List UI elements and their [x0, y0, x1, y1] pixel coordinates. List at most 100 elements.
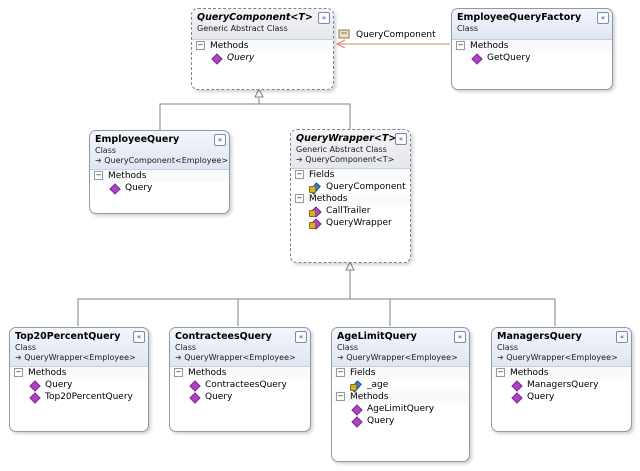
shape-header[interactable]: QueryComponent<T> Generic Abstract Class… [192, 9, 333, 40]
shape-header[interactable]: AgeLimitQuery Class ➜ QueryWrapper<Emplo… [332, 328, 469, 367]
section-label: Fields [309, 170, 335, 180]
member-label: ContracteesQuery [205, 380, 287, 390]
shape-header[interactable]: ContracteesQuery Class ➜ QueryWrapper<Em… [170, 328, 310, 367]
shape-kind: Class [337, 343, 359, 352]
inherits-arrow-icon: ➜ [95, 156, 102, 165]
member-label: QueryComponent [326, 182, 406, 192]
member-method[interactable]: Top20PercentQuery [10, 391, 148, 403]
shape-header[interactable]: ManagersQuery Class ➜ QueryWrapper<Emplo… [492, 328, 631, 367]
shape-base-type: ➜ QueryComponent<Employee> [95, 156, 228, 166]
section-label: Methods [210, 41, 249, 51]
section-methods[interactable]: −Methods [192, 40, 333, 52]
collapse-chevron-icon[interactable]: « [214, 134, 226, 146]
base-type-label: QueryWrapper<Employee> [346, 353, 458, 362]
section-toggle-icon[interactable]: − [14, 368, 23, 377]
member-label: _age [367, 380, 389, 390]
shape-age-limit-query[interactable]: AgeLimitQuery Class ➜ QueryWrapper<Emplo… [331, 327, 470, 462]
member-method[interactable]: AgeLimitQuery [332, 403, 469, 415]
section-methods[interactable]: −Methods [332, 391, 469, 403]
shape-header[interactable]: QueryWrapper<T> Generic Abstract Class ➜… [291, 130, 410, 169]
method-icon [512, 381, 522, 389]
shape-top20-percent-query[interactable]: Top20PercentQuery Class ➜ QueryWrapper<E… [9, 327, 149, 432]
shape-contractees-query[interactable]: ContracteesQuery Class ➜ QueryWrapper<Em… [169, 327, 311, 432]
section-toggle-icon[interactable]: − [295, 194, 304, 203]
section-label: Fields [350, 368, 376, 378]
member-method[interactable]: QueryWrapper [291, 217, 410, 229]
shape-employee-query-factory[interactable]: EmployeeQueryFactory Class « −Methods Ge… [451, 8, 613, 90]
shape-kind: Generic Abstract Class [296, 145, 387, 154]
base-type-label: QueryWrapper<Employee> [506, 353, 618, 362]
shape-kind: Class [95, 146, 117, 155]
section-label: Methods [309, 194, 348, 204]
section-toggle-icon[interactable]: − [336, 368, 345, 377]
section-methods[interactable]: −Methods [170, 367, 310, 379]
inheritance-arrowhead-query-component [254, 87, 264, 98]
section-methods[interactable]: −Methods [291, 193, 410, 205]
section-label: Methods [188, 368, 227, 378]
shape-header[interactable]: EmployeeQuery Class ➜ QueryComponent<Emp… [90, 131, 229, 170]
shape-title: AgeLimitQuery [337, 331, 417, 342]
member-field[interactable]: QueryComponent [291, 181, 410, 193]
collapse-chevron-icon[interactable]: « [318, 12, 330, 24]
section-methods[interactable]: −Methods [10, 367, 148, 379]
member-method[interactable]: Query [170, 391, 310, 403]
shape-query-component[interactable]: QueryComponent<T> Generic Abstract Class… [191, 8, 334, 90]
member-label: Query [205, 392, 233, 402]
section-fields[interactable]: −Fields [291, 169, 410, 181]
member-field[interactable]: _age [332, 379, 469, 391]
section-toggle-icon[interactable]: − [295, 170, 304, 179]
member-method[interactable]: Query [192, 52, 333, 64]
section-toggle-icon[interactable]: − [196, 41, 205, 50]
shape-kind: Class [457, 24, 479, 33]
collapse-chevron-icon[interactable]: « [395, 133, 407, 145]
shape-base-type: ➜ QueryWrapper<Employee> [337, 353, 458, 363]
shape-title: QueryComponent<T> [197, 12, 313, 23]
member-method[interactable]: CallTrailer [291, 205, 410, 217]
method-icon [352, 405, 362, 413]
section-toggle-icon[interactable]: − [94, 171, 103, 180]
shape-header[interactable]: Top20PercentQuery Class ➜ QueryWrapper<E… [10, 328, 148, 367]
section-label: Methods [28, 368, 67, 378]
member-method[interactable]: ContracteesQuery [170, 379, 310, 391]
section-label: Methods [108, 171, 147, 181]
member-label: QueryWrapper [326, 218, 392, 228]
shape-managers-query[interactable]: ManagersQuery Class ➜ QueryWrapper<Emplo… [491, 327, 632, 432]
method-icon [190, 393, 200, 401]
shape-employee-query[interactable]: EmployeeQuery Class ➜ QueryComponent<Emp… [89, 130, 230, 214]
shape-header[interactable]: EmployeeQueryFactory Class « [452, 9, 612, 40]
inheritance-line-age-limit [350, 298, 391, 326]
member-method[interactable]: Query [332, 415, 469, 427]
shape-title: ManagersQuery [497, 331, 582, 342]
section-methods[interactable]: −Methods [90, 170, 229, 182]
method-icon [30, 393, 40, 401]
method-icon [190, 381, 200, 389]
section-fields[interactable]: −Fields [332, 367, 469, 379]
association-arrowhead [335, 39, 346, 49]
collapse-chevron-icon[interactable]: « [616, 331, 628, 343]
section-label: Methods [350, 392, 389, 402]
collapse-chevron-icon[interactable]: « [597, 12, 609, 24]
collapse-chevron-icon[interactable]: « [295, 331, 307, 343]
shape-query-wrapper[interactable]: QueryWrapper<T> Generic Abstract Class ➜… [290, 129, 411, 263]
shape-base-type: ➜ QueryWrapper<Employee> [175, 353, 296, 363]
section-toggle-icon[interactable]: − [174, 368, 183, 377]
section-methods[interactable]: −Methods [452, 40, 612, 52]
inheritance-line-managers [349, 270, 556, 326]
member-method[interactable]: Query [90, 182, 229, 194]
section-toggle-icon[interactable]: − [456, 41, 465, 50]
section-toggle-icon[interactable]: − [496, 368, 505, 377]
section-toggle-icon[interactable]: − [336, 392, 345, 401]
member-method[interactable]: Query [10, 379, 148, 391]
collapse-chevron-icon[interactable]: « [454, 331, 466, 343]
member-method[interactable]: Query [492, 391, 631, 403]
collapse-chevron-icon[interactable]: « [133, 331, 145, 343]
section-methods[interactable]: −Methods [492, 367, 631, 379]
inherits-arrow-icon: ➜ [337, 353, 344, 362]
shape-title: EmployeeQueryFactory [457, 12, 582, 23]
member-method[interactable]: ManagersQuery [492, 379, 631, 391]
member-label: AgeLimitQuery [367, 404, 435, 414]
member-method[interactable]: GetQuery [452, 52, 612, 64]
shape-title: ContracteesQuery [175, 331, 272, 342]
base-type-label: QueryWrapper<Employee> [184, 353, 296, 362]
member-label: Query [227, 53, 255, 63]
